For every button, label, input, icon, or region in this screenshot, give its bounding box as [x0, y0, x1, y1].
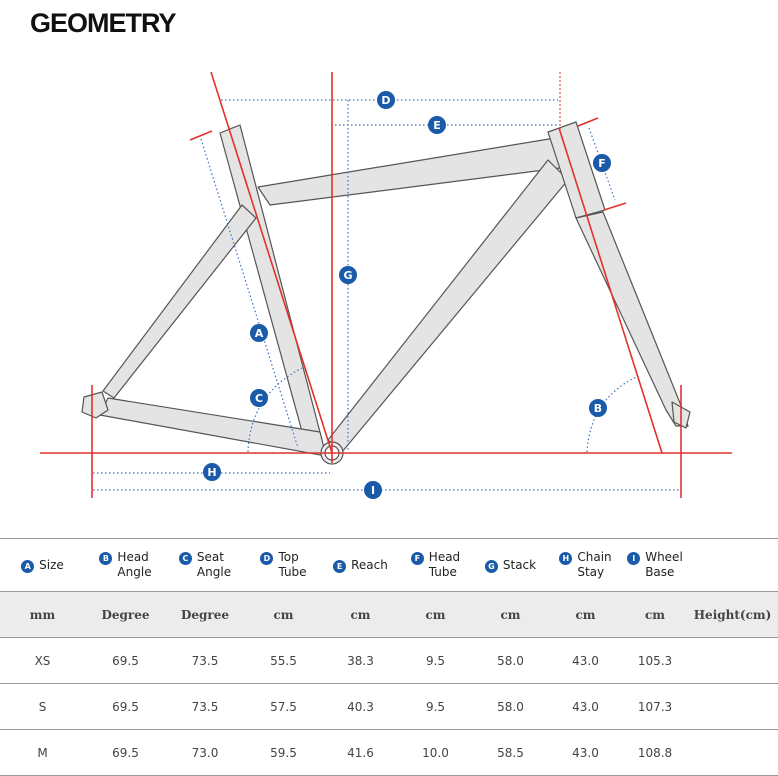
table-cell: 69.5	[85, 729, 166, 776]
column-badge: A	[21, 559, 35, 573]
table-cell: 43.0	[548, 729, 623, 776]
geometry-table: A Size B Head Angle C Seat Angle D Top Tube E Rea…	[0, 538, 778, 776]
column-label: Stack	[502, 557, 537, 572]
table-cell: 55.5	[244, 637, 323, 684]
column-header: F Head Tube	[398, 538, 473, 592]
page-title: GEOMETRY	[30, 8, 177, 38]
column-label: Top Tube	[278, 550, 307, 579]
label-G: G	[339, 266, 357, 284]
svg-text:B: B	[594, 402, 602, 415]
column-label: Size	[39, 557, 64, 572]
table-cell: 73.5	[166, 637, 244, 684]
unit-cell: Degree	[166, 591, 244, 638]
column-badge: C	[178, 552, 192, 565]
unit-cell: cm	[473, 591, 548, 638]
label-H: H	[203, 463, 221, 481]
table-cell: S	[0, 683, 85, 730]
table-cell: 43.0	[548, 637, 623, 684]
column-label: Head Tube	[428, 550, 461, 579]
unit-cell: cm	[244, 591, 323, 638]
column-badge: I	[627, 552, 641, 565]
label-D: D	[377, 91, 395, 109]
unit-cell: cm	[548, 591, 623, 638]
column-label: Reach	[351, 557, 388, 572]
svg-text:F: F	[598, 157, 606, 170]
column-header	[687, 538, 778, 592]
unit-cell: cm	[398, 591, 473, 638]
table-cell: 41.6	[323, 729, 398, 776]
svg-text:C: C	[255, 392, 263, 405]
column-badge: H	[559, 552, 573, 565]
table-cell: 38.3	[323, 637, 398, 684]
table-cell: 58.5	[473, 729, 548, 776]
table-cell: 9.5	[398, 637, 473, 684]
svg-text:H: H	[207, 466, 216, 479]
unit-cell: cm	[323, 591, 398, 638]
column-header: G Stack	[473, 538, 548, 592]
unit-cell: Degree	[85, 591, 166, 638]
table-cell	[687, 683, 778, 730]
table-cell: 69.5	[85, 683, 166, 730]
column-badge: B	[99, 552, 113, 565]
table-cell: 59.5	[244, 729, 323, 776]
column-label: Seat Angle	[196, 550, 232, 579]
column-header: E Reach	[323, 538, 398, 592]
table-cell: 57.5	[244, 683, 323, 730]
table-cell: 105.3	[623, 637, 687, 684]
column-header: A Size	[0, 538, 85, 592]
unit-cell: cm	[623, 591, 687, 638]
table-cell: 58.0	[473, 637, 548, 684]
table-cell	[687, 729, 778, 776]
column-header: D Top Tube	[244, 538, 323, 592]
table-cell: 73.0	[166, 729, 244, 776]
column-badge: G	[484, 559, 498, 573]
column-label: Chain Stay	[577, 550, 612, 579]
label-A: A	[250, 324, 268, 342]
label-I: I	[364, 481, 382, 499]
unit-cell: mm	[0, 591, 85, 638]
table-cell: 73.5	[166, 683, 244, 730]
label-F: F	[593, 154, 611, 172]
label-C: C	[250, 389, 268, 407]
table-cell: 69.5	[85, 637, 166, 684]
frame-geometry-diagram: D E F G A C B H I	[40, 71, 732, 499]
bike-frame	[81, 121, 691, 465]
table-cell: 9.5	[398, 683, 473, 730]
table-cell: M	[0, 729, 85, 776]
svg-text:E: E	[433, 119, 441, 132]
table-cell	[687, 637, 778, 684]
column-header: H Chain Stay	[548, 538, 623, 592]
header-row: A Size B Head Angle C Seat Angle D Top Tube E Rea…	[0, 538, 778, 592]
svg-text:I: I	[371, 484, 375, 497]
unit-cell: Height(cm)	[687, 591, 778, 638]
svg-text:D: D	[381, 94, 390, 107]
column-badge: F	[410, 552, 424, 565]
reference-lines	[40, 71, 732, 498]
column-header: C Seat Angle	[166, 538, 244, 592]
table-cell: 10.0	[398, 729, 473, 776]
table-cell: 40.3	[323, 683, 398, 730]
column-header: B Head Angle	[85, 538, 166, 592]
label-B: B	[589, 399, 607, 417]
table-cell: 108.8	[623, 729, 687, 776]
column-label: Head Angle	[117, 550, 152, 579]
svg-text:G: G	[343, 269, 352, 282]
svg-text:A: A	[255, 327, 264, 340]
table-cell: 107.3	[623, 683, 687, 730]
table-cell: 43.0	[548, 683, 623, 730]
column-header: I Wheel Base	[623, 538, 687, 592]
column-label: Wheel Base	[645, 550, 683, 579]
table-cell: 58.0	[473, 683, 548, 730]
table-cell: XS	[0, 637, 85, 684]
column-badge: E	[333, 559, 347, 573]
label-E: E	[428, 116, 446, 134]
column-badge: D	[260, 552, 274, 565]
